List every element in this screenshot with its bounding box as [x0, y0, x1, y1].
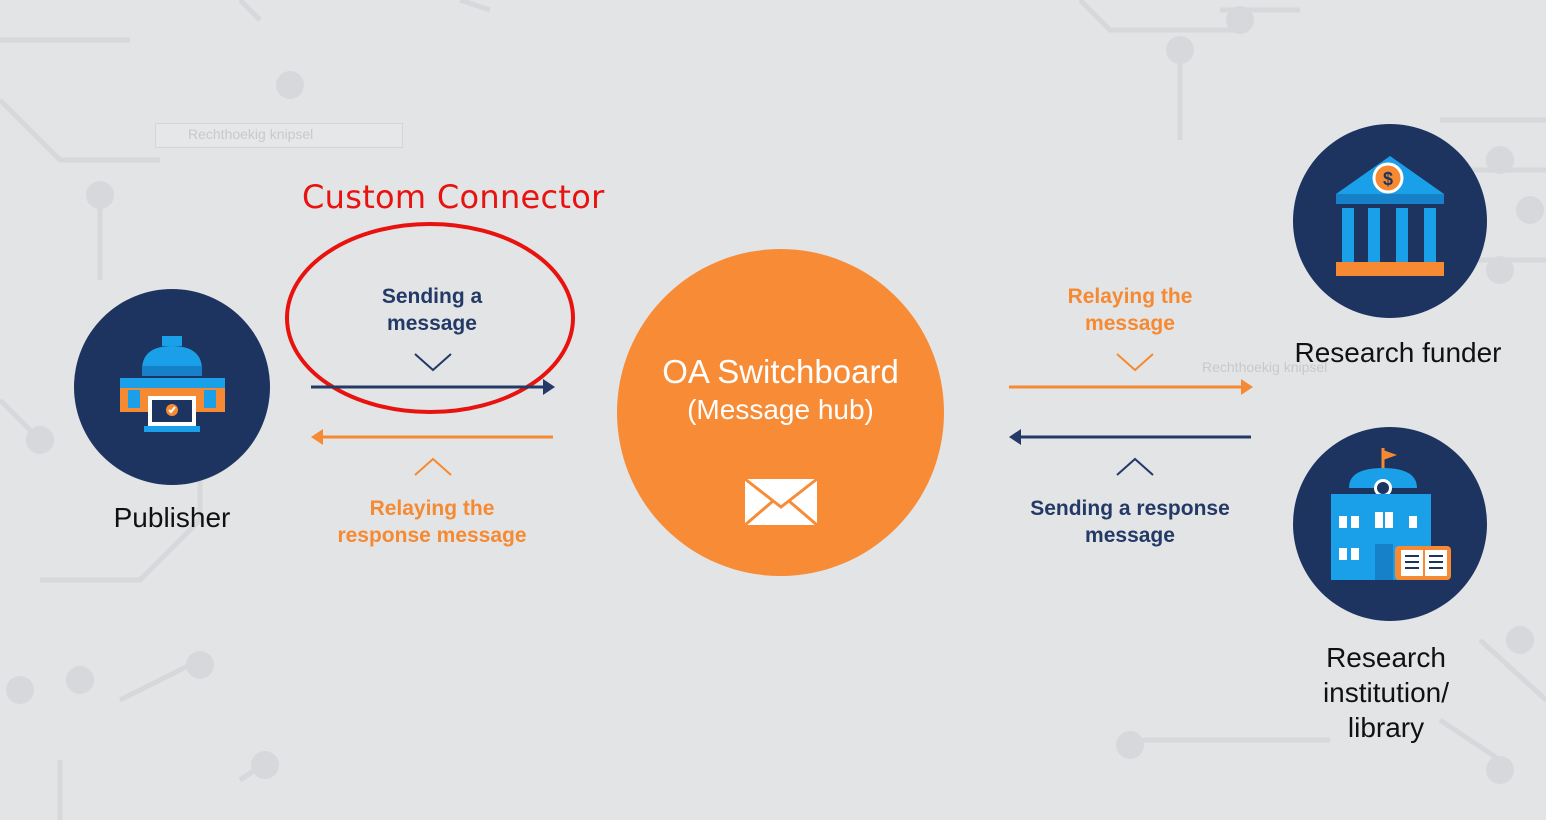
publisher-label: Publisher — [113, 502, 231, 533]
left-sending-line-1: Sending a — [381, 285, 483, 308]
left-sending-line-2: message — [387, 312, 477, 335]
institution-line-2: institution/ — [1322, 677, 1450, 708]
left-relaying-line-1: Relaying the — [369, 497, 495, 520]
institution-line-1: Research — [1326, 642, 1446, 673]
school-book-icon — [1331, 448, 1451, 580]
custom-connector-label: Custom Connector — [302, 178, 605, 216]
right-relaying-line-2: message — [1085, 312, 1175, 335]
right-arrows — [1009, 379, 1253, 445]
chevron-down-icon-right — [1116, 353, 1154, 372]
funder-label: Research funder — [1294, 337, 1502, 368]
publisher-building-icon — [120, 336, 225, 432]
institution-label: Research institution/ library — [1286, 640, 1486, 745]
left-relaying-line-2: response message — [337, 524, 527, 547]
right-relaying-line-1: Relaying the — [1067, 285, 1193, 308]
envelope-icon — [744, 477, 818, 527]
right-sending-label: Sending a response message — [1000, 495, 1260, 549]
left-relaying-label: Relaying the response message — [300, 495, 564, 549]
chevron-up-icon — [414, 457, 452, 476]
left-arrows — [311, 379, 555, 445]
ghost-snippet-label-right: Rechthoekig knipsel — [1202, 359, 1328, 375]
svg-text:$: $ — [1383, 169, 1393, 189]
left-sending-label: Sending a message — [300, 283, 564, 337]
ghost-snippet-label: Rechthoekig knipsel — [188, 126, 314, 142]
chevron-down-icon — [414, 353, 452, 372]
right-sending-line-2: message — [1085, 524, 1175, 547]
ghost-snippet-box — [155, 123, 403, 148]
hub-subtitle: (Message hub) — [687, 394, 874, 425]
right-relaying-label: Relaying the message — [1000, 283, 1260, 337]
bank-dollar-icon: $ — [1336, 156, 1444, 276]
right-sending-line-1: Sending a response — [1030, 497, 1230, 520]
hub-title: OA Switchboard — [662, 353, 899, 390]
institution-line-3: library — [1347, 712, 1425, 743]
custom-connector-ellipse — [285, 222, 575, 414]
chevron-up-icon-right — [1116, 457, 1154, 476]
